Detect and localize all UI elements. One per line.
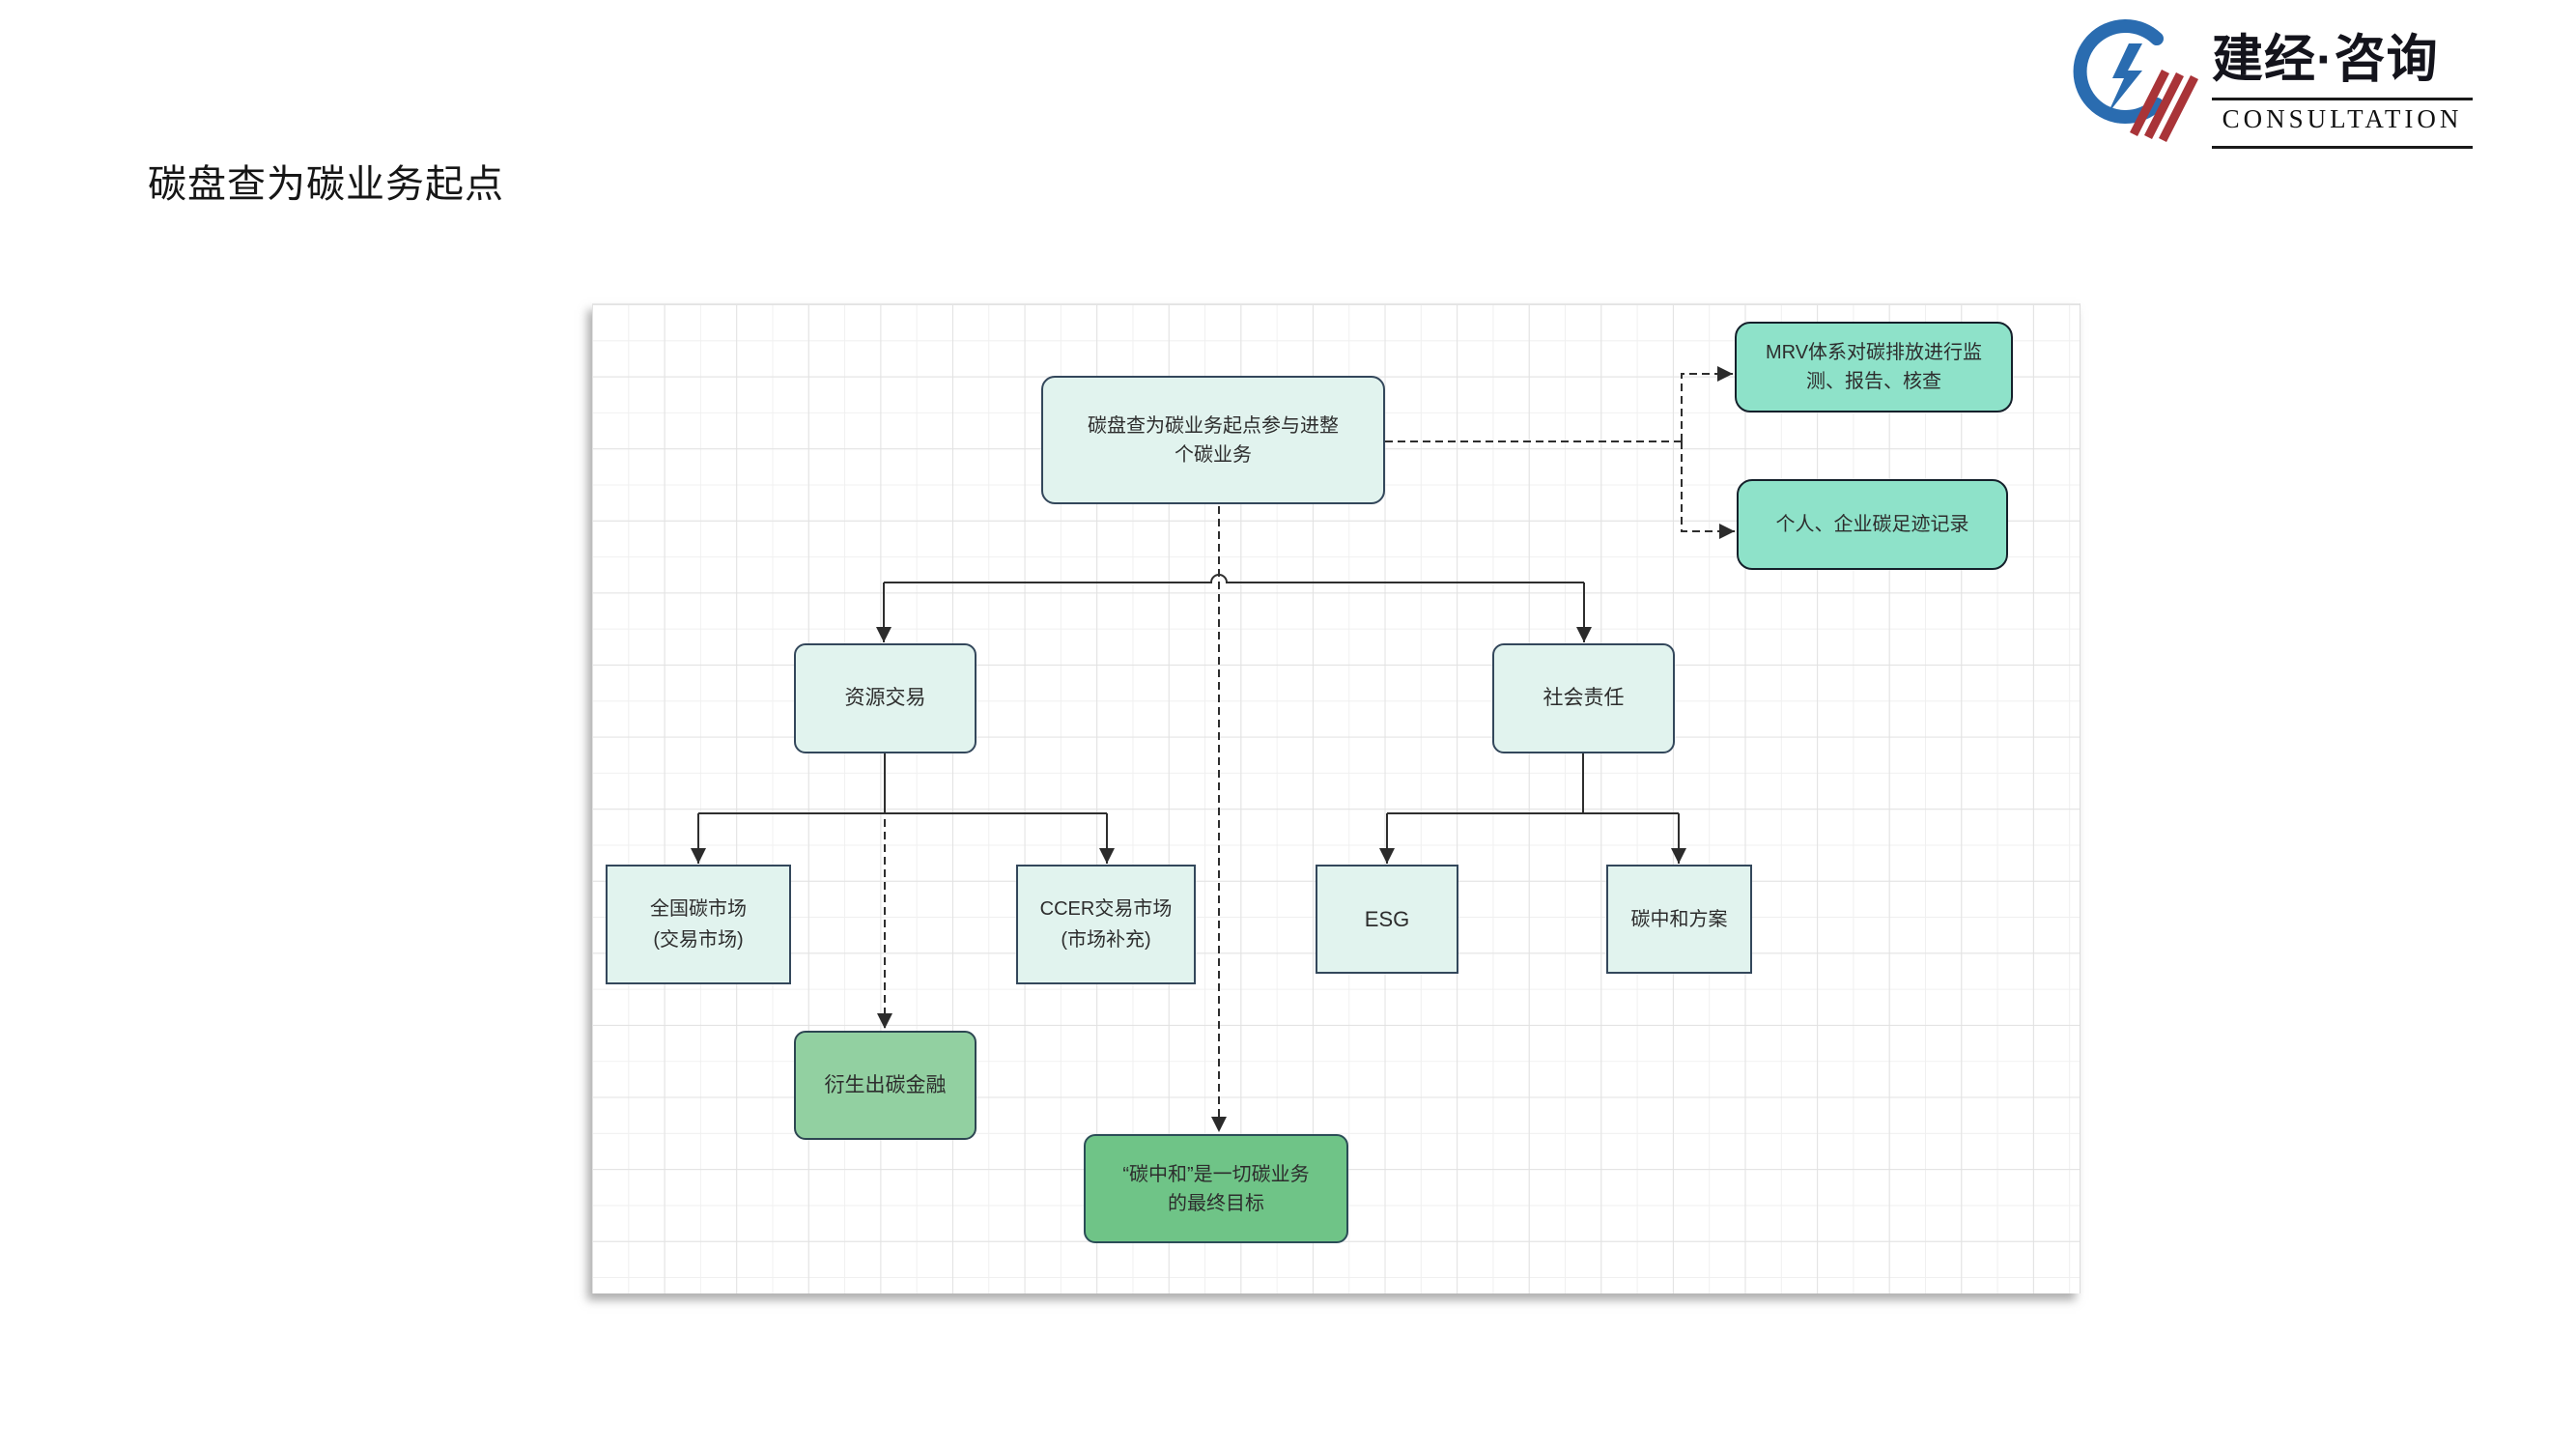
node-neutrality-plan-label: 碳中和方案 xyxy=(1630,908,1728,930)
node-resource-trading: 资源交易 xyxy=(794,643,977,753)
node-mrv: MRV体系对碳排放进行监测、报告、核查 xyxy=(1735,322,2013,412)
diagram-canvas: 碳盘查为碳业务起点参与进整个碳业务 MRV体系对碳排放进行监测、报告、核查 个人… xyxy=(592,303,2081,1293)
logo-brand-name: 建经·咨询 xyxy=(2212,31,2439,88)
node-ccer-market: CCER交易市场 (市场补充) xyxy=(1016,865,1196,984)
company-logo: 建经·咨询 CONSULTATION xyxy=(2059,12,2473,149)
logo-mark-icon xyxy=(2073,19,2199,143)
node-social-responsibility-label: 社会责任 xyxy=(1543,687,1625,709)
node-final-goal-label: “碳中和”是一切碳业务的最终目标 xyxy=(1122,1163,1310,1214)
logo-text-block: 建经·咨询 CONSULTATION xyxy=(2212,12,2473,149)
connector-bracket xyxy=(884,574,1584,583)
node-neutrality-plan: 碳中和方案 xyxy=(1606,865,1752,974)
node-national-carbon-market-label: 全国碳市场 (交易市场) xyxy=(650,898,747,951)
node-social-responsibility: 社会责任 xyxy=(1492,643,1675,753)
node-mrv-label: MRV体系对碳排放进行监测、报告、核查 xyxy=(1765,342,1983,392)
node-carbon-finance: 衍生出碳金融 xyxy=(794,1031,977,1140)
node-footprint: 个人、企业碳足迹记录 xyxy=(1737,479,2008,570)
node-esg-label: ESG xyxy=(1364,906,1410,931)
node-esg: ESG xyxy=(1316,865,1458,974)
connector-to-mrv xyxy=(1681,366,1733,441)
node-national-carbon-market: 全国碳市场 (交易市场) xyxy=(606,865,791,984)
node-carbon-finance-label: 衍生出碳金融 xyxy=(824,1073,947,1096)
connector-to-footprint xyxy=(1681,441,1735,539)
page-title: 碳盘查为碳业务起点 xyxy=(148,163,504,206)
node-resource-trading-label: 资源交易 xyxy=(844,687,926,709)
node-root: 碳盘查为碳业务起点参与进整个碳业务 xyxy=(1041,376,1385,504)
connector-lines xyxy=(691,366,1735,1132)
node-root-label: 碳盘查为碳业务起点参与进整个碳业务 xyxy=(1088,414,1339,466)
node-footprint-label: 个人、企业碳足迹记录 xyxy=(1775,514,1969,535)
logo-divider-top xyxy=(2212,98,2473,100)
node-final-goal: “碳中和”是一切碳业务的最终目标 xyxy=(1084,1134,1348,1243)
node-ccer-market-label: CCER交易市场 (市场补充) xyxy=(1039,898,1173,951)
logo-divider-bottom xyxy=(2212,146,2473,149)
logo-subtitle: CONSULTATION xyxy=(2222,104,2463,133)
